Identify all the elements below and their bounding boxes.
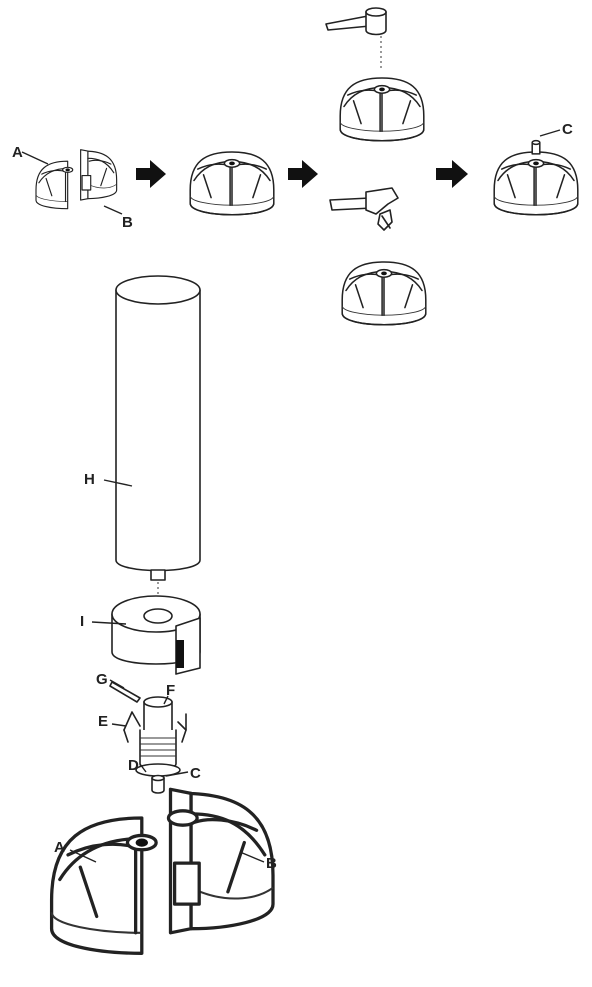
step4-base-with-plug xyxy=(493,139,579,216)
tank-cylinder xyxy=(115,275,201,581)
label-h: H xyxy=(84,471,95,488)
label-b-bottom: B xyxy=(266,855,277,872)
step3-pour-ladle xyxy=(325,7,425,142)
arrow-right-icon xyxy=(136,160,166,188)
ladle-icon xyxy=(325,7,387,36)
wrench-icon xyxy=(329,187,399,231)
valve-assembly xyxy=(109,681,187,777)
label-a-top: A xyxy=(12,144,23,161)
arrow-right-icon xyxy=(288,160,318,188)
arrow-right-icon xyxy=(436,160,468,188)
label-c-top: C xyxy=(562,121,573,138)
collar-ring xyxy=(111,595,201,675)
label-i: I xyxy=(80,613,84,630)
label-b-top: B xyxy=(122,214,133,231)
step1-split-base xyxy=(35,149,118,210)
label-a-bottom: A xyxy=(54,839,65,856)
label-e: E xyxy=(98,713,108,730)
label-f: F xyxy=(166,682,175,699)
plug-cap xyxy=(151,774,165,794)
step2-closed-base xyxy=(189,151,275,216)
label-g: G xyxy=(96,671,108,688)
label-c-bottom: C xyxy=(190,765,201,782)
base-split-bottom xyxy=(49,787,275,955)
label-d: D xyxy=(128,757,139,774)
step3-wrench xyxy=(329,187,427,326)
